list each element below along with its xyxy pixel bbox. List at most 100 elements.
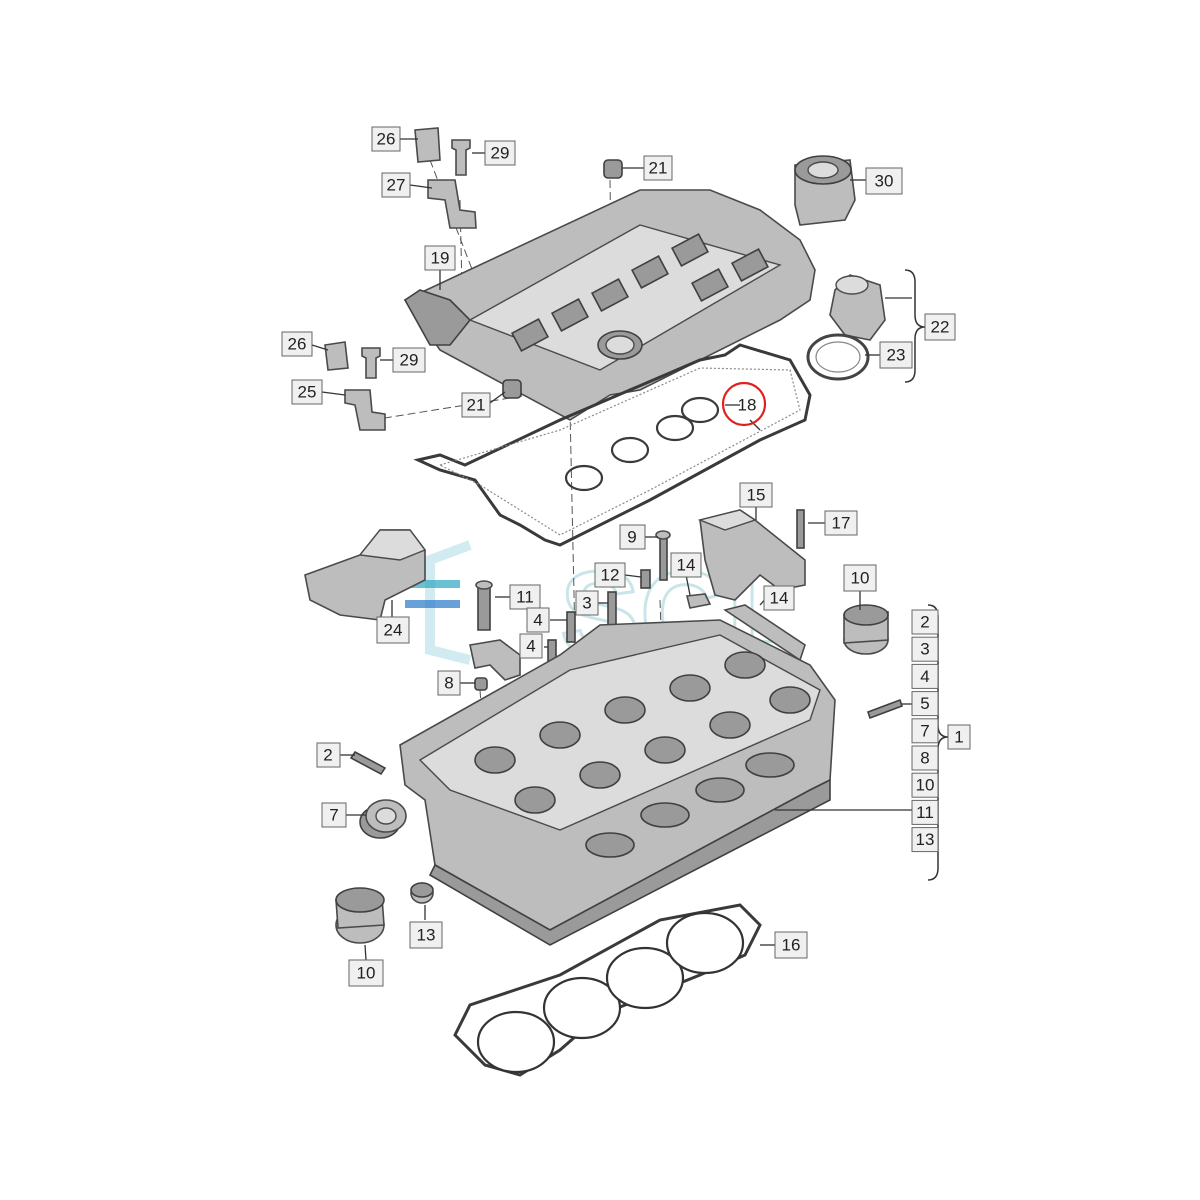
svg-text:24: 24 <box>384 621 403 640</box>
svg-text:7: 7 <box>920 721 929 740</box>
bolt-11 <box>475 580 493 631</box>
svg-text:10: 10 <box>916 776 935 795</box>
camshaft-seal-left <box>335 887 385 944</box>
svg-text:10: 10 <box>851 569 870 588</box>
bracket-upper <box>414 127 477 229</box>
callout-16: 16 <box>774 931 808 959</box>
callout-11: 11 <box>509 584 541 610</box>
nut-21-lower <box>502 379 522 399</box>
callout-30: 30 <box>865 167 903 195</box>
svg-text:30: 30 <box>875 172 894 191</box>
svg-text:2: 2 <box>323 746 332 765</box>
oil-cap <box>829 274 886 341</box>
seal-7 <box>359 799 407 839</box>
svg-text:4: 4 <box>920 667 929 686</box>
group-list-item: 3 <box>911 636 939 662</box>
svg-text:9: 9 <box>627 528 636 547</box>
group-list-item: 11 <box>911 799 939 825</box>
callout-7: 7 <box>321 802 347 828</box>
svg-text:29: 29 <box>491 144 510 163</box>
wedge-14 <box>686 593 712 609</box>
svg-text:21: 21 <box>649 159 668 178</box>
callout-22: 22 <box>924 313 956 341</box>
bracket-lower <box>324 341 386 431</box>
svg-text:4: 4 <box>533 611 542 630</box>
group-list-item: 5 <box>911 691 939 717</box>
callout-21-upper: 21 <box>643 155 673 181</box>
callout-17: 17 <box>824 510 858 536</box>
callout-29-upper: 29 <box>484 140 516 166</box>
svg-text:21: 21 <box>467 396 486 415</box>
svg-text:2: 2 <box>920 613 929 632</box>
callout-13: 13 <box>409 921 443 949</box>
callout-14-left: 14 <box>670 552 702 578</box>
oil-filler-neck <box>794 155 856 226</box>
callout-26-lower: 26 <box>281 331 313 357</box>
nut-8 <box>474 677 488 691</box>
oil-cap-seal <box>806 333 870 381</box>
bolt-9 <box>655 530 671 581</box>
callout-26-upper: 26 <box>371 126 401 152</box>
svg-text:25: 25 <box>298 383 317 402</box>
callout-24: 24 <box>376 616 410 644</box>
svg-text:13: 13 <box>417 926 436 945</box>
cylinder-head <box>399 619 836 946</box>
svg-text:1: 1 <box>954 728 963 747</box>
svg-text:3: 3 <box>582 594 591 613</box>
callout-4-upper: 4 <box>526 607 550 633</box>
svg-text:17: 17 <box>832 514 851 533</box>
svg-text:18: 18 <box>738 396 757 415</box>
svg-text:10: 10 <box>357 964 376 983</box>
watermark-bar-1 <box>400 580 460 588</box>
head-gasket <box>453 903 762 1077</box>
svg-text:16: 16 <box>782 936 801 955</box>
callout-9: 9 <box>619 524 646 550</box>
svg-text:22: 22 <box>931 318 950 337</box>
svg-text:11: 11 <box>916 803 934 822</box>
svg-text:15: 15 <box>747 486 766 505</box>
cam-journals <box>474 651 811 814</box>
group-list-item: 13 <box>911 827 939 853</box>
camshaft-seal-right <box>843 604 889 655</box>
svg-text:26: 26 <box>288 335 307 354</box>
callout-15: 15 <box>739 482 773 508</box>
callout-23: 23 <box>879 341 913 369</box>
bolt-12 <box>640 569 651 589</box>
watermark-bar-2 <box>405 600 460 608</box>
svg-text:5: 5 <box>920 694 929 713</box>
bearing-cap-24 <box>304 529 427 621</box>
svg-text:11: 11 <box>516 588 534 607</box>
exhaust-ports <box>585 752 795 858</box>
group-list-item: 2 <box>911 609 939 635</box>
valve-cover-ribs <box>510 233 770 352</box>
svg-text:29: 29 <box>400 351 419 370</box>
callout-29-lower: 29 <box>392 347 426 373</box>
callout-14-right: 14 <box>763 585 795 611</box>
leader-lines <box>311 138 935 961</box>
svg-text:8: 8 <box>444 674 453 693</box>
callout-12: 12 <box>594 562 626 588</box>
svg-text:14: 14 <box>770 589 789 608</box>
callout-10-left: 10 <box>348 959 384 987</box>
callouts: 26 29 27 21 30 19 22 26 29 23 25 21 18 1… <box>281 126 971 987</box>
svg-text:14: 14 <box>677 556 696 575</box>
callout-27: 27 <box>381 172 411 198</box>
callout-19: 19 <box>424 245 456 271</box>
callout-4-lower: 4 <box>519 633 543 659</box>
callout-3: 3 <box>575 590 599 616</box>
callout-2: 2 <box>316 742 341 768</box>
svg-text:12: 12 <box>601 566 620 585</box>
valve-cover-gasket <box>413 343 812 547</box>
svg-text:27: 27 <box>387 176 406 195</box>
callout-25: 25 <box>291 379 323 405</box>
svg-text:19: 19 <box>431 249 450 268</box>
bolt-17 <box>796 509 805 549</box>
svg-text:4: 4 <box>526 637 535 656</box>
nut-21-upper <box>603 159 623 179</box>
plug-13 <box>410 882 434 904</box>
chain-tensioner <box>697 509 806 601</box>
group-list-item: 10 <box>911 772 939 798</box>
highlight-ring-18 <box>721 381 767 427</box>
